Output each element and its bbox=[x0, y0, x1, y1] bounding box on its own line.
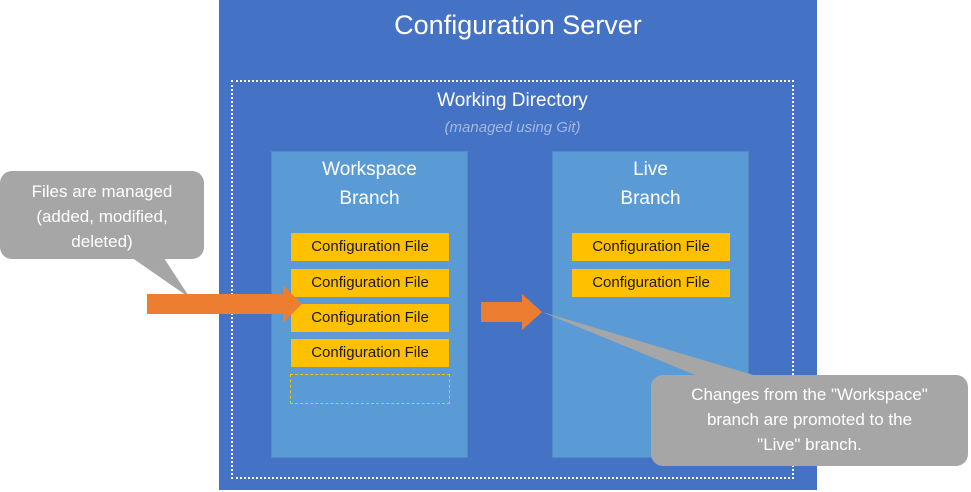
files-managed-callout-pointer bbox=[128, 255, 190, 298]
workspace-config-file-1: Configuration File bbox=[291, 233, 449, 261]
files-managed-callout-text: Files are managed (added, modified, dele… bbox=[0, 179, 204, 254]
promotion-line2: branch are promoted to the bbox=[706, 410, 913, 429]
workspace-config-file-3: Configuration File bbox=[291, 304, 449, 332]
files-managed-line1: Files are managed bbox=[31, 182, 173, 201]
promotion-callout-pointer bbox=[542, 312, 760, 377]
live-branch-title: Live Branch bbox=[552, 155, 749, 213]
files-managed-arrow bbox=[147, 285, 302, 323]
workspace-config-file-placeholder bbox=[290, 374, 450, 404]
promotion-line1: Changes from the "Workspace" bbox=[691, 385, 928, 404]
workspace-branch-title: Workspace Branch bbox=[271, 155, 468, 213]
live-config-file-2: Configuration File bbox=[572, 269, 730, 297]
promotion-line3: "Live" branch. bbox=[757, 435, 862, 454]
working-directory-box bbox=[231, 80, 794, 479]
working-directory-subtitle: (managed using Git) bbox=[444, 119, 581, 136]
workspace-branch-title-line2: Branch bbox=[339, 188, 400, 209]
workspace-config-file-4: Configuration File bbox=[291, 339, 449, 367]
configuration-server-title: Configuration Server bbox=[394, 10, 642, 40]
live-config-file-1: Configuration File bbox=[572, 233, 730, 261]
live-branch-title-line1: Live bbox=[633, 159, 668, 180]
promotion-arrow bbox=[481, 294, 542, 330]
files-managed-callout bbox=[0, 171, 204, 259]
promotion-callout-text: Changes from the "Workspace" branch are … bbox=[651, 382, 968, 457]
working-directory-title: Working Directory bbox=[437, 90, 588, 111]
files-managed-line3: deleted) bbox=[71, 232, 133, 251]
workspace-config-file-2: Configuration File bbox=[291, 269, 449, 297]
files-managed-line2: (added, modified, bbox=[36, 207, 168, 226]
promotion-callout bbox=[651, 375, 968, 466]
live-branch-title-line2: Branch bbox=[620, 188, 681, 209]
workspace-branch-title-line1: Workspace bbox=[322, 159, 417, 180]
